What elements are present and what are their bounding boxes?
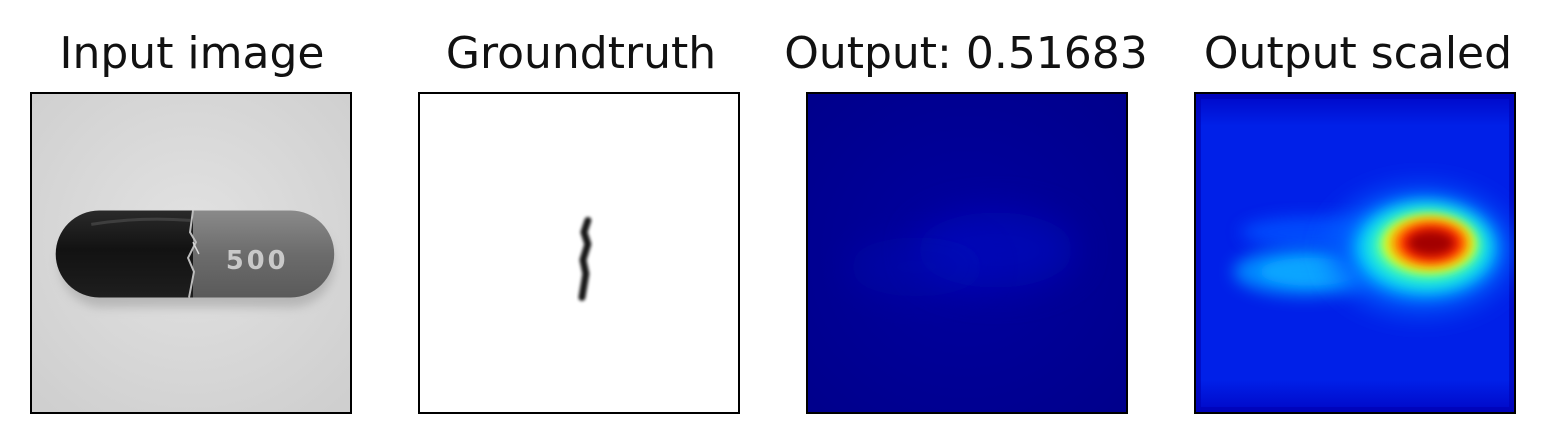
panel-title-groundtruth: Groundtruth — [445, 28, 717, 79]
defect-mask — [420, 94, 738, 412]
panel-title-output-scaled: Output scaled — [1203, 28, 1513, 79]
output-heatmap-panel — [806, 92, 1128, 414]
heatmap-raw — [808, 94, 1126, 412]
output-scaled-panel — [1194, 92, 1516, 414]
groundtruth-panel — [418, 92, 740, 414]
capsule-imprint: 500 — [226, 246, 288, 276]
heatmap-scaled — [1196, 94, 1514, 412]
panel-title-input-image: Input image — [59, 28, 325, 79]
input-image-panel: 500 — [30, 92, 352, 414]
capsule-photo: 500 — [32, 94, 350, 412]
panel-title-output: Output: 0.51683 — [784, 28, 1148, 79]
